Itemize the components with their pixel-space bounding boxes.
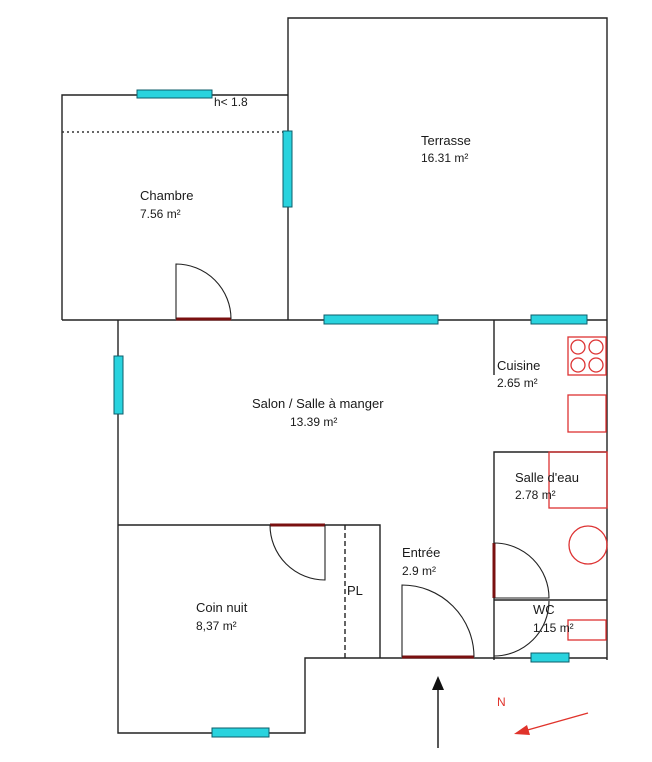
room-area-terrasse: 16.31 m² xyxy=(421,151,468,165)
room-area-wc: 1.15 m² xyxy=(533,621,574,635)
room-name-cuisine: Cuisine xyxy=(497,358,540,373)
window-wc xyxy=(530,652,570,663)
window-cuisine xyxy=(530,314,588,325)
shower xyxy=(548,451,608,509)
window-chambre-right xyxy=(282,130,293,208)
room-name-salle-deau: Salle d'eau xyxy=(515,470,579,485)
room-area-salon: 13.39 m² xyxy=(290,415,337,429)
placard-label: PL xyxy=(347,583,363,598)
height-note: h< 1.8 xyxy=(214,95,248,109)
fixtures xyxy=(548,336,608,641)
stove xyxy=(567,336,607,376)
sink-counter xyxy=(567,394,607,433)
room-area-cuisine: 2.65 m² xyxy=(497,376,538,390)
stove-burner xyxy=(588,339,604,355)
wall-coin-nuit-bottom xyxy=(117,525,380,734)
stove-burner xyxy=(570,357,586,373)
room-area-coin-nuit: 8,37 m² xyxy=(196,619,237,633)
door-chambre-swing xyxy=(175,263,232,320)
room-name-coin-nuit: Coin nuit xyxy=(196,600,248,615)
room-labels: Terrasse 16.31 m² Chambre 7.56 m² Salon … xyxy=(140,95,579,635)
room-name-chambre: Chambre xyxy=(140,188,193,203)
window-coin-nuit xyxy=(211,727,270,738)
room-name-salon: Salon / Salle à manger xyxy=(252,396,384,411)
room-area-chambre: 7.56 m² xyxy=(140,207,181,221)
wall-terrasse xyxy=(287,17,608,320)
wall-chambre xyxy=(61,94,288,320)
entrance-arrow xyxy=(432,676,444,748)
door-wc-swing xyxy=(493,600,550,657)
wall-coin-nuit xyxy=(118,524,381,658)
washbasin xyxy=(568,525,608,565)
stove-burner xyxy=(570,339,586,355)
toilet xyxy=(567,619,607,641)
room-name-wc: WC xyxy=(533,602,555,617)
door-entree-swing xyxy=(401,584,475,658)
window-salon-terrasse xyxy=(323,314,439,325)
room-area-entree: 2.9 m² xyxy=(402,564,436,578)
door-salle-deau-swing xyxy=(493,542,550,599)
north-arrow: N xyxy=(497,695,589,735)
windows xyxy=(113,89,588,738)
door-coin-nuit-swing xyxy=(269,524,326,581)
room-name-entree: Entrée xyxy=(402,545,440,560)
stove-burner xyxy=(588,357,604,373)
window-chambre-top xyxy=(136,89,213,99)
room-name-terrasse: Terrasse xyxy=(421,133,471,148)
room-area-salle-deau: 2.78 m² xyxy=(515,488,556,502)
north-label: N xyxy=(497,695,506,709)
window-salon-left xyxy=(113,355,124,415)
doors xyxy=(175,263,550,659)
